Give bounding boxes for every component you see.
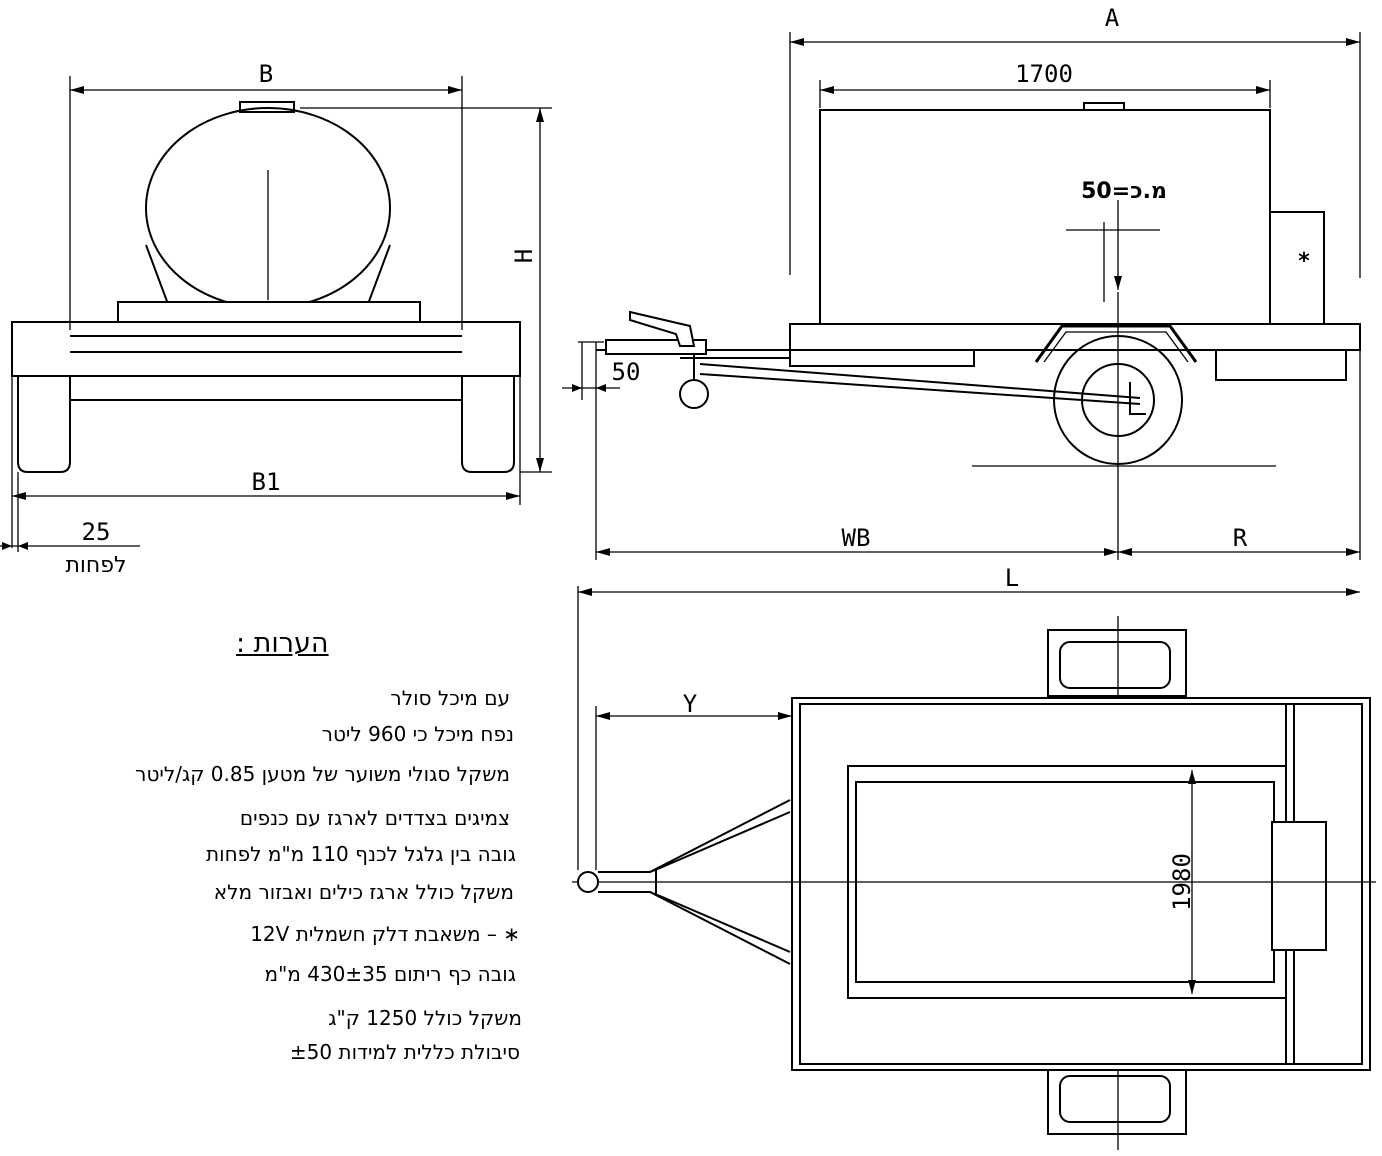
front-chassis	[11, 321, 521, 377]
drawbar-lower	[699, 363, 1141, 399]
note-line-8: גובה כף ריתום 430±35 מ"מ	[264, 962, 516, 986]
dim-label-min: לפחות	[65, 553, 126, 578]
note-line-4: צמיגים בצדדים לארגז עם כנפים	[239, 806, 510, 830]
front-axle	[69, 375, 463, 401]
front-left-wheel	[17, 375, 71, 473]
dim-label-1700: 1700	[1015, 60, 1073, 88]
dim-label-R: R	[1233, 524, 1248, 552]
center-gravity-label: מ.כ=50	[1081, 179, 1167, 204]
dim-label-50: 50	[612, 358, 641, 386]
top-pump-box	[1271, 821, 1327, 951]
top-wheel-lower-tire	[1059, 1075, 1171, 1123]
pump-box	[1269, 211, 1325, 325]
note-line-2: נפח מיכל כי 960 ליטר	[321, 722, 514, 746]
dim-label-Y: Y	[683, 690, 698, 718]
jockey-wheel	[679, 379, 709, 409]
dim-label-WB: WB	[842, 524, 871, 552]
note-line-5: גובה בין גלגל לכנף 110 מ"מ לפחות	[206, 842, 516, 866]
note-line-9: משקל כולל 1250 ק"ג	[328, 1006, 522, 1030]
side-tank-body	[819, 109, 1271, 325]
pump-star-label: *	[1298, 249, 1310, 274]
note-line-10: סיבולת כללית למידות ±50	[289, 1040, 520, 1064]
note-line-3: משקל סגולי משוער של מטען 0.85 קג/ליטר	[135, 762, 510, 786]
top-view: L 1980 Y	[572, 564, 1376, 1150]
side-platform	[789, 323, 1361, 351]
dim-label-B1: B1	[252, 468, 281, 496]
hitch-handle	[629, 310, 696, 347]
note-line-1: עם מיכל סולר	[390, 686, 510, 710]
top-hitch-ring	[577, 871, 599, 893]
side-front-box	[789, 349, 975, 367]
notes-title: הערות :	[236, 628, 329, 659]
side-fender	[1034, 324, 1198, 363]
dim-label-A: A	[1105, 4, 1120, 32]
dim-label-L: L	[1005, 564, 1019, 592]
front-view: B H B1 25 לפחות	[0, 60, 552, 578]
front-tank-cap	[239, 101, 295, 113]
front-right-wheel	[461, 375, 515, 473]
side-view: A 1700 * מ.כ=50	[562, 4, 1361, 560]
dim-label-25: 25	[82, 518, 111, 546]
dim-label-B: B	[259, 60, 273, 88]
top-wheel-upper-tire	[1059, 641, 1171, 689]
note-line-6: משקל כולל ארגז כילים ואבזור מלא	[213, 880, 514, 904]
note-line-7: ∗ – משאבת דלק חשמלית 12V	[250, 922, 520, 946]
side-rear-box	[1215, 349, 1347, 381]
dim-label-H: H	[510, 249, 538, 263]
